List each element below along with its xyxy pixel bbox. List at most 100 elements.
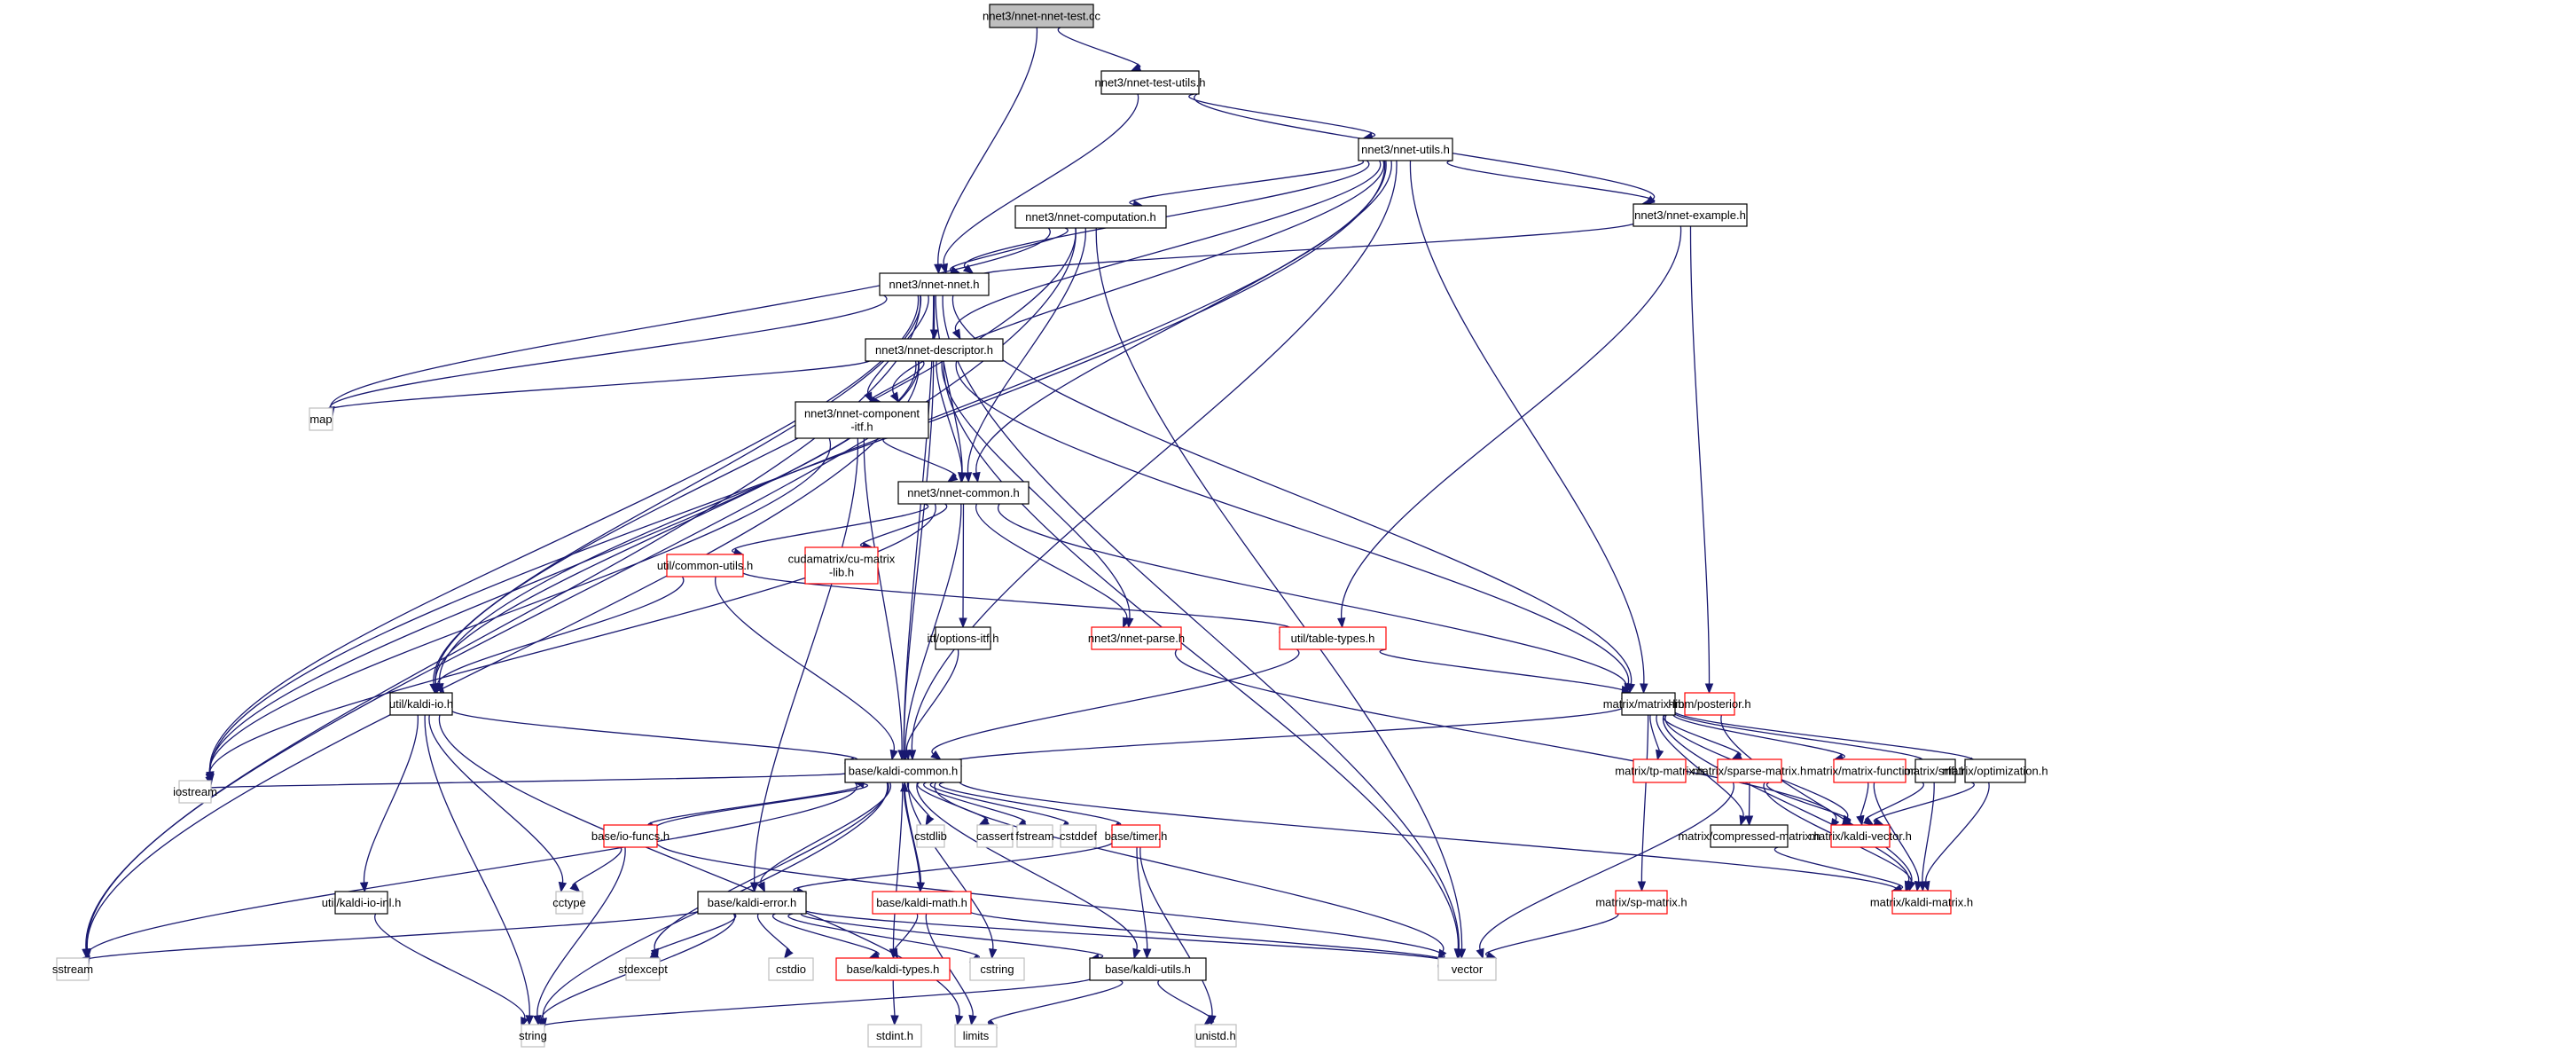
node-common-utils[interactable]: util/common-utils.h (657, 554, 753, 578)
node-box[interactable] (1014, 205, 1167, 229)
node-kaldi-io[interactable]: util/kaldi-io.h (389, 692, 453, 716)
node-nnet[interactable]: nnet3/nnet-nnet.h (879, 272, 990, 296)
node-label: nnet3/nnet-component (804, 407, 920, 420)
node-label: cassert (976, 829, 1014, 843)
arrowhead-kaldi_math-to-limits (968, 1014, 977, 1026)
node-box[interactable] (697, 891, 807, 915)
node-component-itf[interactable]: nnet3/nnet-component-itf.h (795, 401, 929, 439)
node-cstring: cstring (969, 957, 1025, 981)
node-label: util/common-utils.h (657, 559, 753, 572)
edge-matrix_lib-to-kaldi_common (949, 705, 1623, 765)
edge-kaldi_io-to-kaldi_common (450, 707, 858, 762)
node-box[interactable] (865, 338, 1004, 362)
node-utils[interactable]: nnet3/nnet-utils.h (1358, 138, 1453, 161)
node-kaldi-utils[interactable]: base/kaldi-utils.h (1089, 957, 1207, 981)
edge-descriptor-to-sstream (86, 360, 920, 950)
node-box[interactable] (1833, 758, 1907, 783)
node-parse[interactable]: nnet3/nnet-parse.h (1088, 626, 1185, 650)
node-box[interactable] (603, 824, 658, 848)
node-box[interactable] (872, 891, 972, 915)
node-kaldi-vector[interactable]: matrix/kaldi-vector.h (1809, 824, 1912, 848)
node-compressed-matrix[interactable]: matrix/compressed-matrix.h (1678, 824, 1820, 848)
node-optimization[interactable]: matrix/optimization.h (1942, 758, 2048, 783)
edge-kaldi_common-to-kaldi_math (904, 782, 921, 884)
node-box[interactable] (935, 626, 991, 650)
node-box[interactable] (1633, 758, 1687, 783)
node-box[interactable] (989, 4, 1094, 28)
node-box[interactable] (795, 401, 929, 439)
node-label: stdint.h (876, 1029, 913, 1042)
node-box[interactable] (1091, 626, 1182, 650)
edge-timer-to-unistd (1139, 846, 1213, 1017)
edge-matrix_lib-to-sparse_matrix (1663, 714, 1742, 757)
node-test-utils[interactable]: nnet3/nnet-test-utils.h (1094, 70, 1206, 95)
arrowhead-nnet-to-descriptor (929, 329, 939, 341)
node-box[interactable] (1710, 824, 1789, 848)
node-io-funcs[interactable]: base/io-funcs.h (591, 824, 669, 848)
node-string: string (519, 1024, 547, 1048)
node-box[interactable] (835, 957, 951, 981)
node-box[interactable] (879, 272, 990, 296)
edge-common-to-kaldi_common (904, 503, 962, 751)
node-box[interactable] (1914, 758, 1956, 783)
node-label: nnet3/nnet-computation.h (1025, 210, 1155, 224)
node-box[interactable] (1279, 626, 1387, 650)
node-limits: limits (954, 1024, 998, 1048)
edge-kaldi_utils-to-unistd (1157, 979, 1212, 1020)
node-matrix-functions[interactable]: matrix/matrix-functions.h (1807, 758, 1933, 783)
node-box[interactable] (1089, 957, 1207, 981)
edge-matrix_functions-to-kaldi_matrix (1873, 782, 1920, 883)
node-posterior[interactable]: hmm/posterior.h (1668, 692, 1751, 716)
node-kaldi-types[interactable]: base/kaldi-types.h (835, 957, 951, 981)
node-box[interactable] (804, 546, 879, 585)
arrowhead-io_funcs-to-string (533, 1015, 542, 1026)
node-box[interactable] (1615, 890, 1668, 915)
arrowhead-component_itf-to-kaldi_error (749, 882, 759, 893)
node-sp-matrix[interactable]: matrix/sp-matrix.h (1595, 890, 1687, 915)
node-options-itf[interactable]: itf/options-itf.h (928, 626, 999, 650)
node-example[interactable]: nnet3/nnet-example.h (1633, 203, 1748, 227)
node-matrix-lib[interactable]: matrix/matrix-lib.h (1603, 692, 1695, 716)
node-box[interactable] (1358, 138, 1453, 161)
node-label: matrix/kaldi-matrix.h (1870, 896, 1973, 909)
node-computation[interactable]: nnet3/nnet-computation.h (1014, 205, 1167, 229)
node-box[interactable] (1111, 824, 1161, 848)
node-descriptor[interactable]: nnet3/nnet-descriptor.h (865, 338, 1004, 362)
node-timer[interactable]: base/timer.h (1105, 824, 1168, 848)
node-sparse-matrix[interactable]: matrix/sparse-matrix.h (1693, 758, 1807, 783)
node-box[interactable] (1964, 758, 2026, 783)
node-box[interactable] (389, 692, 453, 716)
node-box[interactable] (1621, 692, 1676, 716)
node-srfft[interactable]: matrix/srfft.h (1904, 758, 1967, 783)
node-kaldi-error[interactable]: base/kaldi-error.h (697, 891, 807, 915)
node-common[interactable]: nnet3/nnet-common.h (897, 481, 1030, 505)
arrowhead-utils-to-matrix_lib (1640, 683, 1648, 695)
node-box[interactable] (1830, 824, 1891, 848)
node-box[interactable] (1100, 70, 1200, 95)
node-cstddef: cstddef (1060, 824, 1097, 848)
node-box[interactable] (1717, 758, 1782, 783)
node-kaldi-math[interactable]: base/kaldi-math.h (872, 891, 972, 915)
node-kaldi-common[interactable]: base/kaldi-common.h (844, 758, 962, 783)
edge-nnet-to-map (329, 295, 888, 409)
node-box[interactable] (1633, 203, 1748, 227)
node-box (555, 891, 583, 915)
node-tp-matrix[interactable]: matrix/tp-matrix.h (1615, 758, 1704, 783)
node-box[interactable] (1891, 890, 1952, 915)
node-root[interactable]: nnet3/nnet-nnet-test.cc (983, 4, 1100, 28)
node-cu-matrix-lib[interactable]: cudamatrix/cu-matrix-lib.h (788, 546, 896, 585)
node-iostream: iostream (173, 780, 217, 804)
arrowhead-kaldi_math-to-kaldi_common (900, 781, 909, 792)
node-box (867, 1024, 922, 1048)
node-box[interactable] (1684, 692, 1735, 716)
node-box[interactable] (897, 481, 1030, 505)
node-table-types[interactable]: util/table-types.h (1279, 626, 1387, 650)
node-kaldi-matrix[interactable]: matrix/kaldi-matrix.h (1870, 890, 1973, 915)
edge-kaldi_utils-to-limits (988, 979, 1124, 1025)
node-box[interactable] (844, 758, 962, 783)
node-box[interactable] (334, 891, 388, 915)
node-kaldi-io-inl[interactable]: util/kaldi-io-inl.h (322, 891, 402, 915)
arrowhead-io_funcs-to-cctype (569, 882, 581, 892)
node-box[interactable] (666, 554, 744, 578)
